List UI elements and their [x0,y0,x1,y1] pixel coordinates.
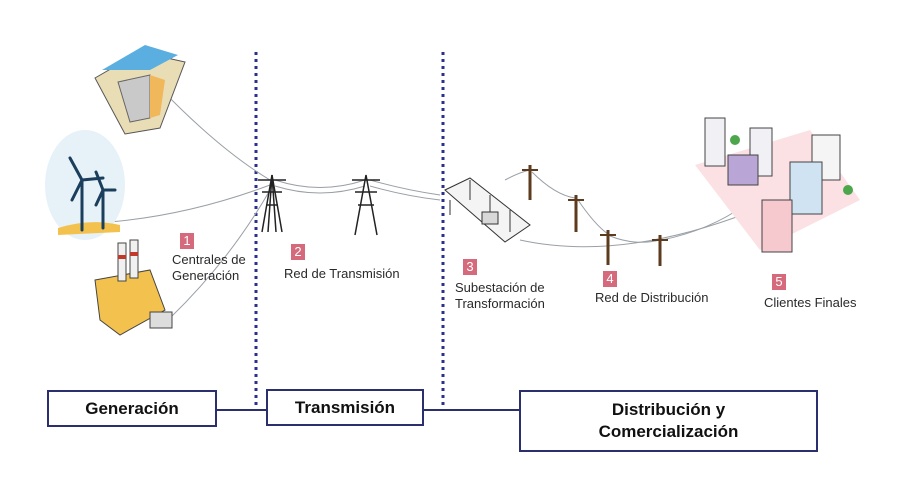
distribution-pole-icon [600,230,616,265]
step-label: Clientes Finales [764,295,857,310]
step-label: Subestación de Transformación [455,280,545,311]
substation-icon [444,177,531,243]
stage-box-transmission: Transmisión [266,389,424,426]
stage-box-distribution: Distribución y Comercialización [519,390,818,452]
step-number-badge: 3 [463,259,477,275]
hydro-dam-icon [94,45,186,135]
power-plant-icon [94,239,173,336]
step-number-badge: 5 [772,274,786,290]
city-buildings-icon [695,117,860,253]
step-number-badge: 1 [180,233,194,249]
distribution-pole-icon [652,235,668,266]
stage-box-generation: Generación [47,390,217,427]
distribution-pole-icon [568,195,584,232]
step-number-badge: 4 [603,271,617,287]
step-number-badge: 2 [291,244,305,260]
wind-turbine-icon [45,130,125,240]
distribution-pole-icon [522,165,538,200]
step-label: Red de Transmisión [284,266,400,281]
step-label: Centrales de Generación [172,252,246,283]
step-label: Red de Distribución [595,290,709,305]
transmission-tower-icon [352,174,380,236]
transmission-tower-icon [258,174,286,233]
